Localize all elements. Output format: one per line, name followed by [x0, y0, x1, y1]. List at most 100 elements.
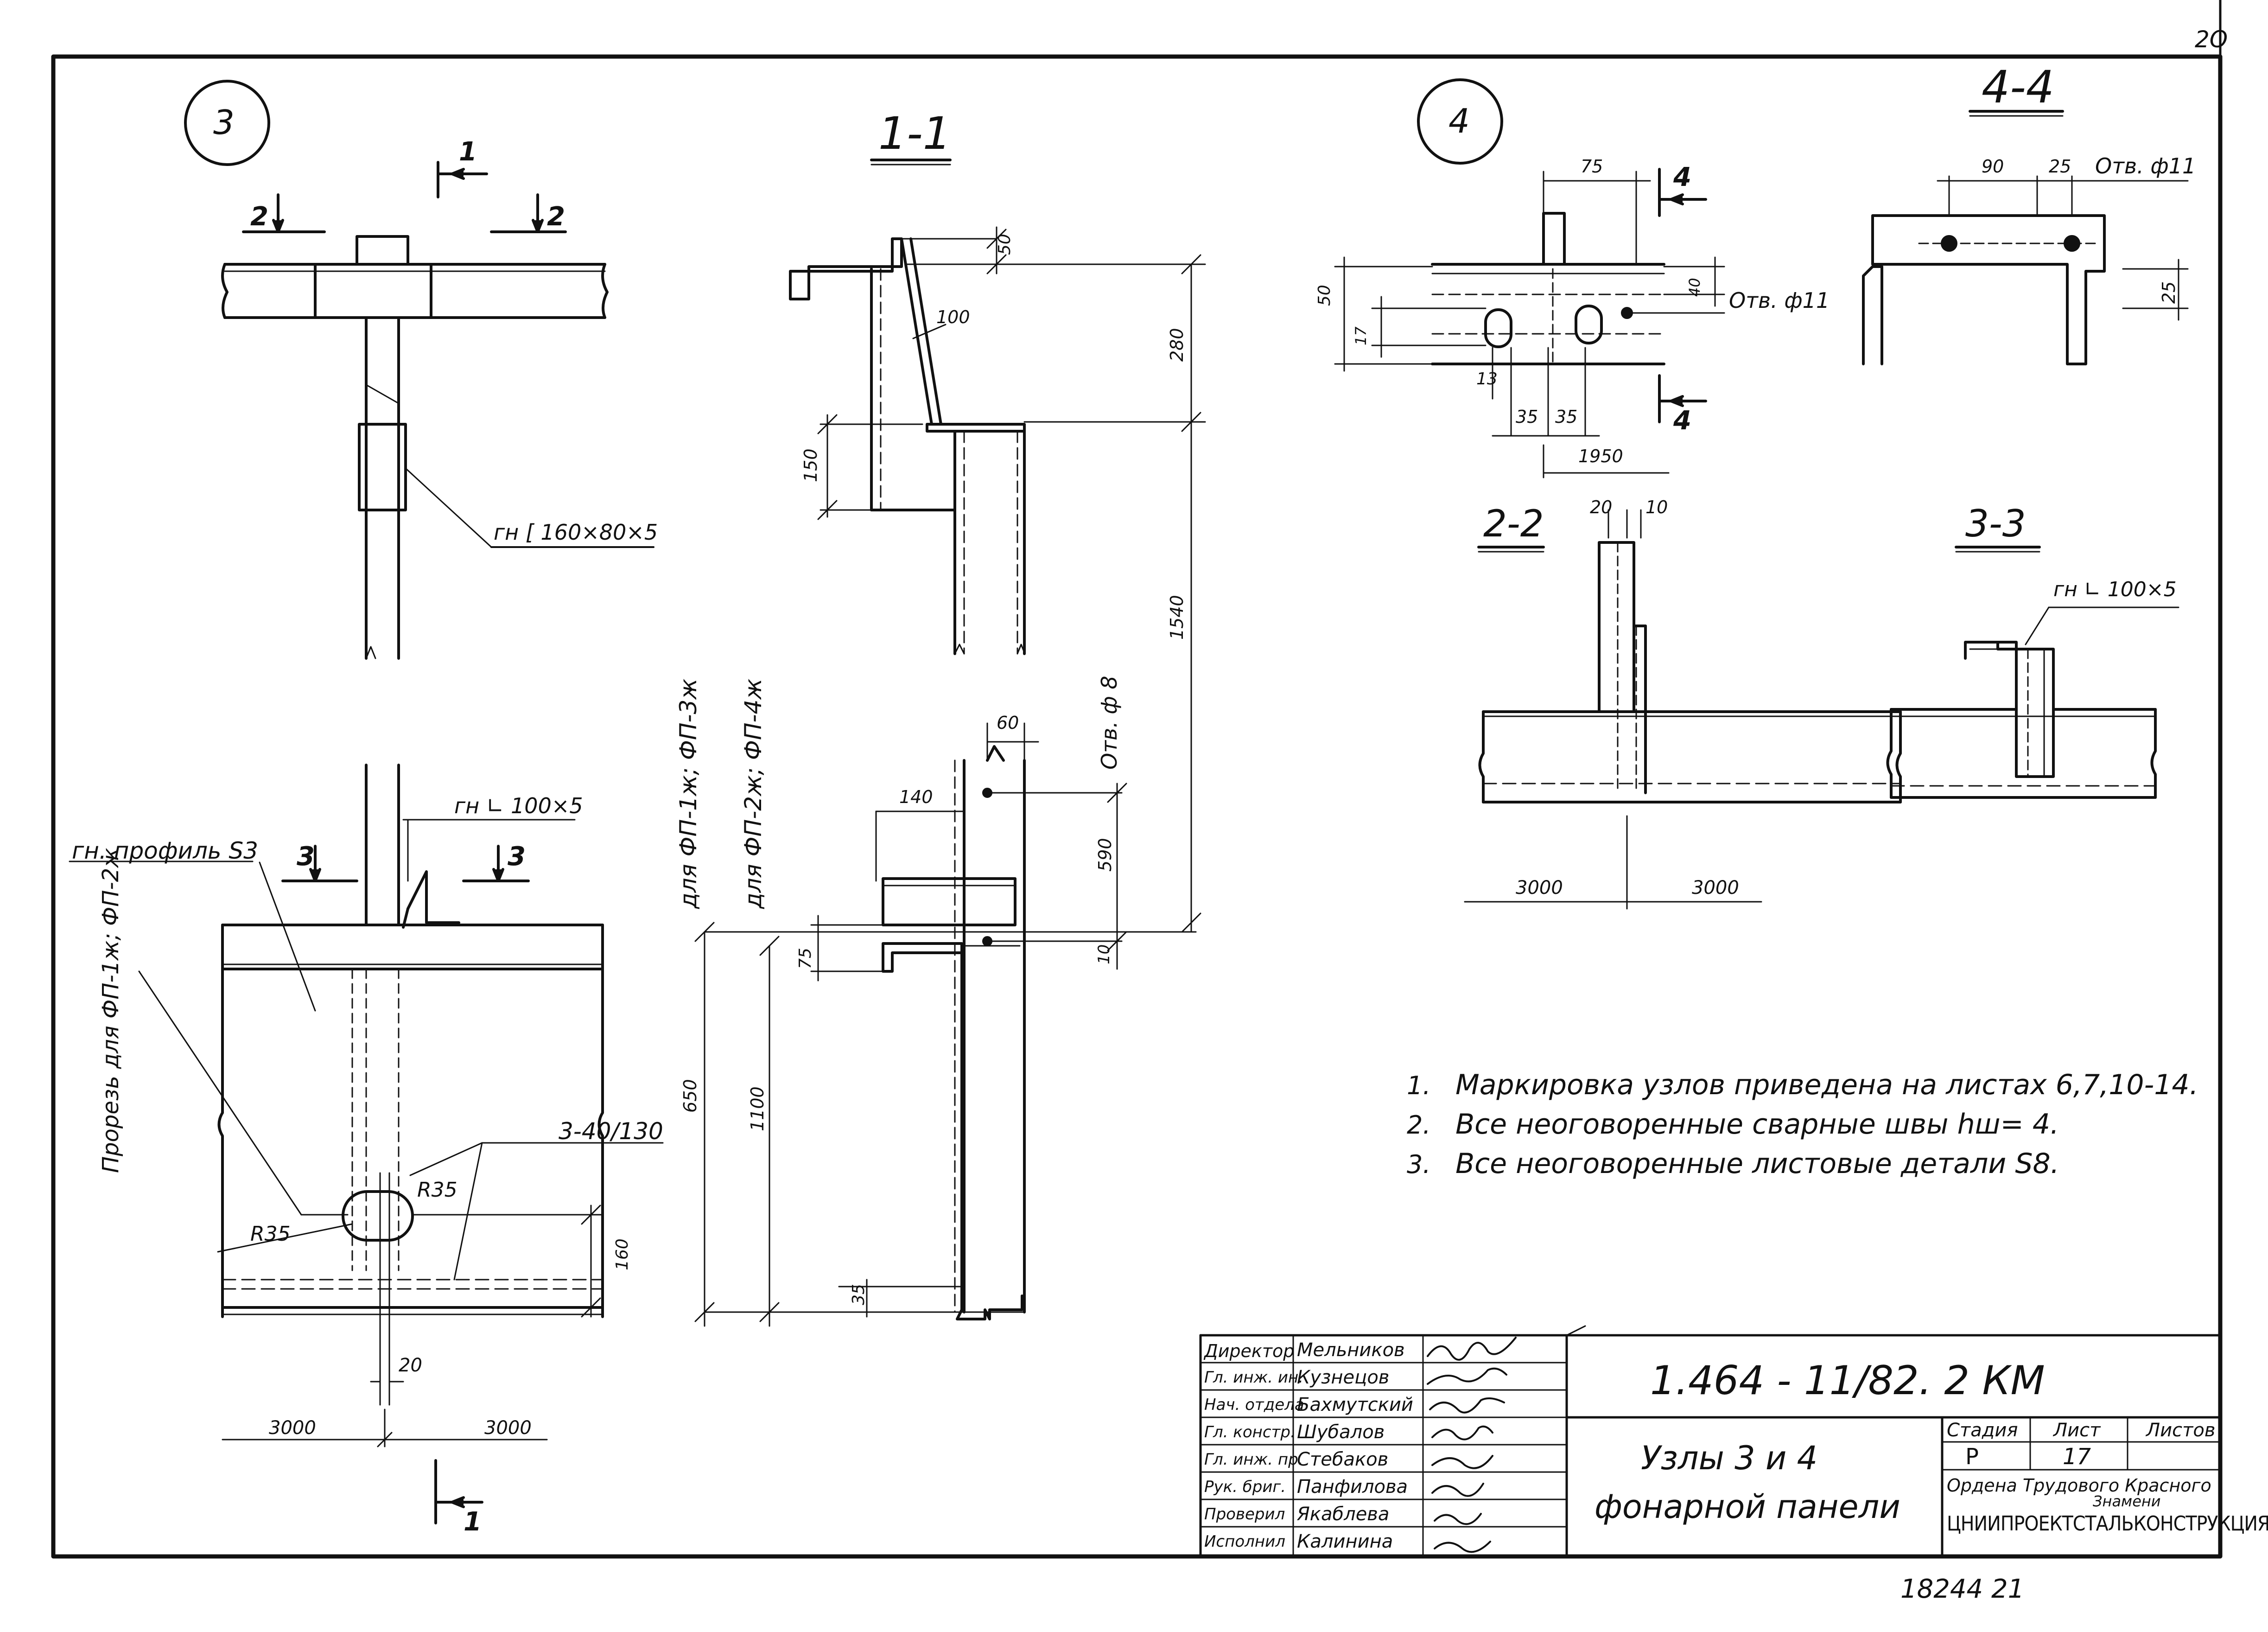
note-1-text: Маркировка узлов приведена на листах 6,7… [1455, 1069, 2198, 1101]
note-2-number: 2. [1407, 1110, 1431, 1140]
section-2-2-drawing [1464, 509, 1902, 910]
note-3-text: Все неоговоренные листовые детали S8. [1455, 1148, 2059, 1180]
node3-cut-3-right-label: 3 [508, 842, 526, 872]
section-1-1-dim-50: 50 [995, 234, 1014, 255]
section-1-1-label-fp24: для ФП-2ж; ФП-4ж [740, 678, 767, 909]
section-1-1-label-fp13: для ФП-1ж; ФП-3ж [675, 678, 702, 909]
node4-dim-75: 75 [1581, 156, 1603, 177]
name-team-lead: Панфилова [1297, 1476, 1408, 1498]
role-director: Директор [1204, 1341, 1295, 1361]
section-1-1-dim-590: 590 [1095, 838, 1115, 872]
node3-channel-label: гн [ 160×80×5 [494, 520, 658, 545]
section-1-1-dim-75: 75 [796, 948, 815, 969]
section-1-1-dim-150: 150 [800, 448, 821, 482]
node4-dim-13: 13 [1476, 370, 1498, 389]
note-2-text: Все неоговоренные сварные швы hш= 4. [1455, 1108, 2059, 1141]
node3-cut-1-label: 1 [459, 137, 477, 167]
node4-dim-35a: 35 [1516, 407, 1538, 427]
stage-value: Р [1965, 1444, 1979, 1470]
node3-holes-label: 3-40/130 [559, 1118, 663, 1145]
node4-hole-label: Отв. ф11 [1729, 288, 1830, 313]
node3-marker: 3 [213, 103, 235, 142]
section-1-1-dim-650: 650 [680, 1079, 700, 1113]
section-4-4-title: 4-4 [1982, 61, 2054, 113]
node4-cut-4-top: 4 [1673, 162, 1691, 192]
section-1-1-dim-60: 60 [997, 713, 1019, 733]
section-1-1-dim-1100: 1100 [747, 1086, 768, 1131]
archive-stamp-number: 18244 21 [1900, 1574, 2025, 1604]
node3-profile-label: гн. профиль S3 [72, 837, 258, 864]
sheet-value: 17 [2063, 1444, 2091, 1470]
node3-dim-3000-left: 3000 [269, 1417, 316, 1439]
role-team-lead: Рук. бриг. [1204, 1478, 1286, 1496]
section-1-1-dim-1540: 1540 [1167, 595, 1187, 640]
node4-dim-1950: 1950 [1578, 446, 1623, 466]
node4-dim-35b: 35 [1555, 407, 1578, 427]
section-3-3-title: 3-3 [1965, 502, 2026, 545]
section-2-2-title: 2-2 [1483, 502, 1544, 545]
node4-dim-50: 50 [1315, 285, 1334, 306]
sheet-frame [51, 54, 2223, 1559]
drawing-title-line-1: Узлы 3 и 4 [1641, 1439, 1818, 1477]
document-code: 1.464 - 11/82. 2 КМ [1650, 1358, 2045, 1404]
name-chief-engineer: Кузнецов [1297, 1367, 1390, 1388]
sheet-corner-number: 2О [2195, 26, 2228, 53]
section-1-1-title: 1-1 [878, 108, 951, 159]
section-2-2-dim-20: 20 [1590, 497, 1613, 517]
role-chief-designer: Гл. констр. [1204, 1423, 1296, 1441]
node3-cut-1-bottom-label: 1 [464, 1507, 482, 1537]
node4-dim-17: 17 [1352, 326, 1370, 345]
stage-header: Стадия [1947, 1420, 2018, 1441]
note-1-number: 1. [1407, 1071, 1431, 1100]
name-dept-head: Бахмутский [1297, 1394, 1413, 1415]
section-4-4-dim-90: 90 [1982, 156, 2004, 177]
node4-dim-40: 40 [1686, 278, 1703, 297]
section-2-2-dim-10: 10 [1645, 497, 1668, 517]
role-executed: Исполнил [1204, 1532, 1285, 1551]
node3-radius-right: R35 [417, 1178, 457, 1202]
section-2-2-dim-3000-left: 3000 [1516, 877, 1563, 899]
section-4-4-drawing [1862, 110, 2189, 365]
name-director: Мельников [1297, 1339, 1405, 1361]
node3-angle-label: гн ∟ 100×5 [454, 793, 583, 818]
node3-cut-3-left-label: 3 [297, 842, 315, 872]
section-3-3-drawing [1886, 546, 2179, 799]
name-chief-designer: Шубалов [1297, 1422, 1385, 1443]
section-2-2-dim-3000-right: 3000 [1692, 877, 1739, 899]
node3-dim-20: 20 [399, 1355, 422, 1376]
role-chief-project-engineer: Гл. инж. пр. [1204, 1450, 1303, 1469]
section-1-1-drawing [694, 159, 1206, 1327]
node4-cut-4-bottom: 4 [1673, 406, 1691, 436]
org-line-2: Знамени [2093, 1492, 2161, 1510]
node3-top-view [184, 80, 654, 660]
org-line-3: ЦНИИПРОЕКТСТАЛЬКОНСТРУКЦИЯ [1947, 1512, 2268, 1536]
sheet-header: Лист [2053, 1420, 2101, 1441]
sheets-header: Листов [2146, 1420, 2216, 1441]
node4-marker: 4 [1448, 102, 1470, 140]
node3-cut-2-left-label: 2 [250, 202, 268, 232]
node3-dim-3000-right: 3000 [484, 1417, 532, 1439]
section-3-3-angle-label: гн ∟ 100×5 [2053, 578, 2177, 601]
section-4-4-hole-label: Отв. ф11 [2095, 153, 2196, 178]
role-dept-head: Нач. отдела [1204, 1396, 1304, 1414]
drawing-title-line-2: фонарной панели [1595, 1488, 1900, 1526]
name-checked: Якаблева [1297, 1504, 1390, 1525]
section-1-1-dim-10: 10 [1095, 944, 1113, 964]
node3-dim-160: 160 [613, 1238, 632, 1270]
section-1-1-dim-140: 140 [899, 787, 933, 807]
signatures [1427, 1337, 1517, 1553]
node3-elevation [69, 764, 664, 1524]
node3-slot-label: Прорезь для ФП-1ж; ФП-2ж [98, 848, 124, 1173]
note-3-number: 3. [1407, 1150, 1431, 1179]
node3-cut-2-right-label: 2 [547, 202, 565, 232]
role-chief-engineer: Гл. инж. ин. [1204, 1368, 1303, 1387]
section-1-1-hole-label: Отв. ф 8 [1097, 676, 1122, 770]
node3-radius-left: R35 [250, 1222, 291, 1246]
title-block-frame [1199, 1325, 2222, 1558]
section-1-1-dim-280: 280 [1167, 328, 1187, 362]
node4-drawing [1334, 78, 1725, 478]
name-executed: Калинина [1297, 1531, 1393, 1552]
section-1-1-dim-100: 100 [936, 307, 970, 327]
